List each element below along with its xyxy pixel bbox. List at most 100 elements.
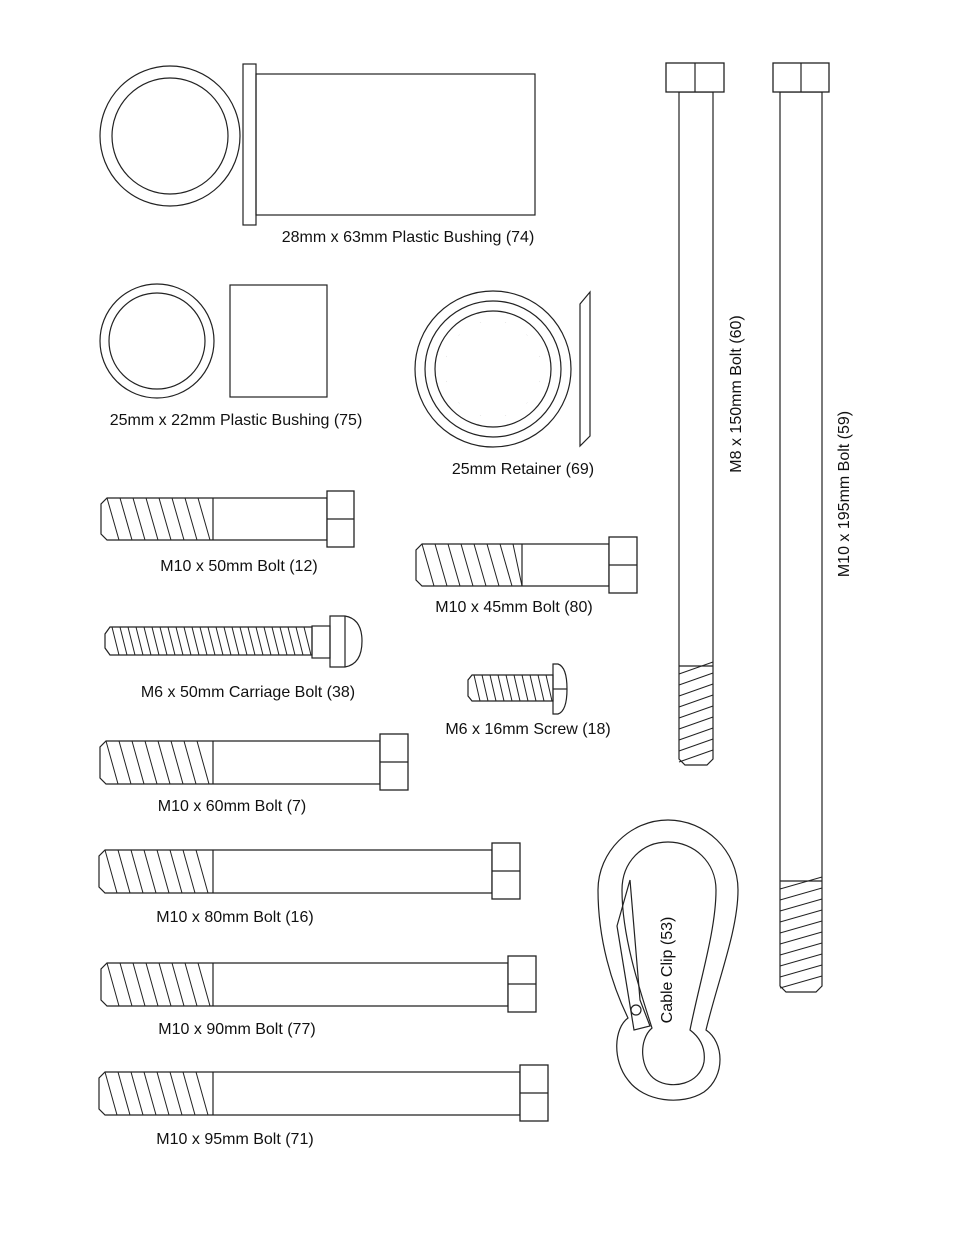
screw-18-label: M6 x 16mm Screw (18) [445,721,610,738]
bolt-77-thread [184,962,198,1007]
carriage-bolt-38-thread [287,626,296,656]
screw-18-thread [505,674,513,702]
carriage-bolt-38-thread [207,626,216,656]
bolt-60-thread [678,683,714,697]
screw-18-thread [537,674,545,702]
bolt-16 [98,842,521,900]
bolt-77-thread [158,962,172,1007]
bolt-71-thread [182,1071,196,1116]
bolt-80-thread [512,543,523,587]
screw-18-thread [545,674,553,702]
carriage-bolt-38-label: M6 x 50mm Carriage Bolt (38) [141,684,355,701]
bolt-59-thread [779,909,823,923]
bolt-59-thread [779,953,823,967]
carriage-bolt-38-thread [143,626,152,656]
bolt-12-thread [145,497,159,541]
bolt-80-thread [421,543,435,587]
bolt-60-label: M8 x 150mm Bolt (60) [728,315,745,472]
bolt-59-thread [779,887,823,901]
bolt-59-shank [779,91,823,993]
bolt-71-thread [117,1071,131,1116]
bolt-16-thread [130,849,144,894]
carriage-bolt-38-thread [271,626,280,656]
bolt-12-thread [158,497,172,541]
bolt-16-thread [182,849,196,894]
bolt-59-thread [779,964,823,978]
carriage-bolt-38-thread [215,626,224,656]
bolt-16-thread [169,849,183,894]
bolt-80-thread [473,543,487,587]
bolt-77 [100,955,537,1013]
bolt-60-thread [678,672,714,686]
cable-clip-53 [597,819,739,1101]
carriage-bolt-38-thread [175,626,184,656]
screw-18-thread [481,674,489,702]
bolt-60-thread [678,727,714,741]
bolt-71-label: M10 x 95mm Bolt (71) [156,1131,313,1148]
bolt-59-thread [779,942,823,956]
retainer-tooth-slot [451,401,461,411]
bolt-80-thread [434,543,448,587]
carriage-bolt-38-thread [111,626,120,656]
bolt-71-thread [104,1071,118,1116]
bolt-60-thread [678,694,714,708]
bolt-71-shank [98,1071,521,1116]
bolt-7-thread [170,740,184,785]
bolt-80-thread [447,543,461,587]
retainer-tooth-slot [525,401,535,411]
bolt-16-thread [195,849,209,894]
bolt-71-thread [195,1071,209,1116]
bolt-80 [415,536,638,594]
bolt-59-thread [779,898,823,912]
bolt-7-thread [131,740,145,785]
carriage-bolt-38-thread [279,626,288,656]
carriage-bolt-38-thread [303,626,312,656]
retainer-69 [414,290,591,448]
bolt-80-label: M10 x 45mm Bolt (80) [435,599,592,616]
bolt-77-thread [106,962,120,1007]
bolt-60-thread [678,705,714,719]
bolt-77-shank [100,962,509,1007]
bolt-12-thread [132,497,146,541]
plastic-bushing-74 [99,63,536,226]
screw-18-thread [513,674,521,702]
bolt-60-thread [678,749,714,763]
bolt-12-thread [197,497,211,541]
retainer-tooth-slot [538,352,549,359]
bolt-71-thread [130,1071,144,1116]
screw-18-thread [521,674,529,702]
bolt-7-thread [118,740,132,785]
retainer-tooth-slot [437,352,448,359]
bolt-16-thread [156,849,170,894]
bolt-12-thread [171,497,185,541]
carriage-bolt-38-thread [191,626,200,656]
plastic-bushing-75 [99,283,328,399]
bolt-7-thread [196,740,210,785]
carriage-bolt-38-thread [199,626,208,656]
carriage-bolt-38-thread [127,626,136,656]
bolt-77-thread [197,962,211,1007]
bolt-16-thread [117,849,131,894]
bolt-7-thread [105,740,119,785]
carriage-bolt-38-thread [231,626,240,656]
bolt-80-thread [460,543,474,587]
carriage-bolt-38-thread [263,626,272,656]
bolt-12-thread [106,497,120,541]
carriage-bolt-38-thread [183,626,192,656]
carriage-bolt-38-thread [255,626,264,656]
carriage-bolt-38-thread [223,626,232,656]
cable-clip-53-label: Cable Clip (53) [659,917,676,1024]
bolt-60-thread [678,661,714,675]
retainer-tooth-slot [451,327,461,337]
retainer-tooth-slot [525,327,535,337]
bolt-16-thread [104,849,118,894]
screw-18-thread [497,674,505,702]
retainer-tooth-slot [476,414,483,425]
bolt-59-thread [779,920,823,934]
carriage-bolt-38 [104,615,363,668]
bolt-16-label: M10 x 80mm Bolt (16) [156,909,313,926]
carriage-bolt-38-thread [159,626,168,656]
bolt-60 [665,62,725,766]
bolt-71-thread [143,1071,157,1116]
